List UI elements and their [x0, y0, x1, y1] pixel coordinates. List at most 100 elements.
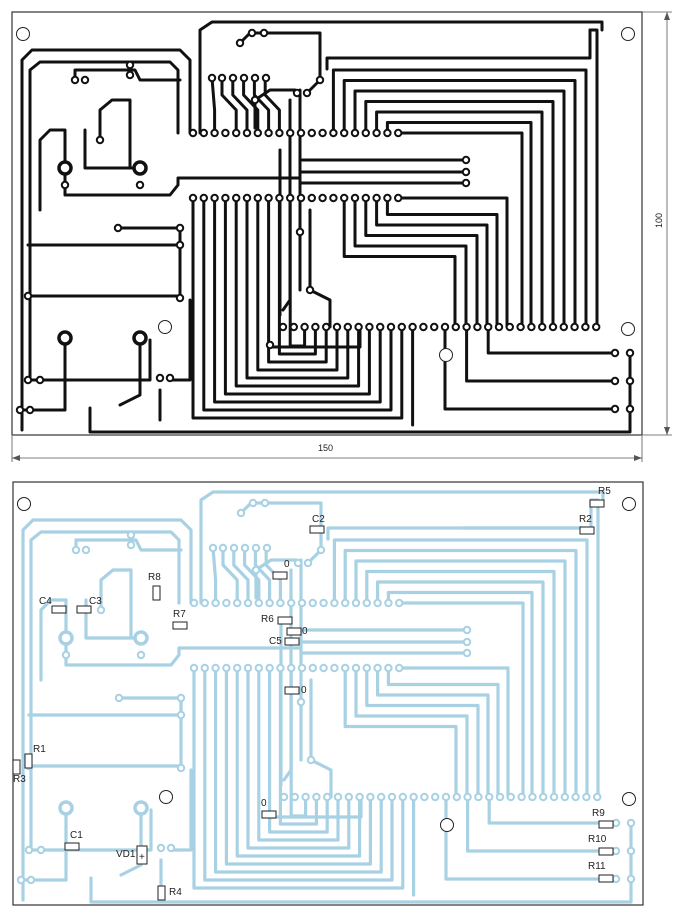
solder-pad: [126, 540, 136, 550]
solder-pad: [125, 70, 135, 80]
component-designator: R8: [148, 572, 161, 583]
copper-trace: [88, 351, 632, 434]
copper-trace: [375, 110, 544, 329]
copper-trace: [353, 196, 468, 329]
solder-pad: [340, 193, 349, 203]
copper-trace: [364, 196, 479, 329]
solder-pad: [26, 875, 36, 885]
copper-trace: [21, 518, 193, 902]
solder-pad: [626, 846, 636, 856]
solder-pad: [155, 373, 165, 383]
solder-pad: [217, 73, 227, 83]
polarity-mark: +: [139, 852, 145, 863]
mounting-hole: [621, 27, 635, 41]
solder-pad: [517, 792, 526, 802]
solder-pad: [463, 792, 472, 802]
solder-pad: [60, 180, 70, 190]
copper-trace: [64, 638, 303, 667]
component-r9: R9: [592, 808, 614, 829]
solder-pad: [462, 322, 471, 332]
copper-trace: [245, 196, 350, 380]
large-pad: [132, 160, 148, 176]
copper-trace: [376, 666, 490, 799]
component-designator: C3: [89, 596, 102, 607]
copper-trace: [83, 128, 142, 170]
solder-pad: [35, 375, 45, 385]
solder-pad: [361, 128, 370, 138]
component-body: [598, 820, 614, 829]
component-designator: R2: [579, 514, 592, 525]
solder-pad: [308, 598, 317, 608]
copper-trace: [397, 601, 525, 799]
component-body: [284, 637, 300, 646]
component-designator: C4: [39, 596, 52, 607]
solder-pad: [506, 792, 515, 802]
component-body: [286, 627, 302, 636]
solder-pad: [292, 88, 302, 98]
solder-pad: [419, 322, 428, 332]
solder-pad: [431, 792, 440, 802]
solder-pad: [322, 322, 331, 332]
width-dimension-label: 150: [318, 443, 333, 453]
component-0: 0: [261, 798, 277, 819]
component-designator: C2: [312, 514, 325, 525]
solder-pad: [247, 28, 257, 38]
solder-pad: [462, 637, 472, 647]
solder-pad: [232, 128, 241, 138]
solder-pad: [239, 73, 249, 83]
component-body: [277, 616, 293, 625]
copper-trace: [365, 569, 556, 799]
solder-pad: [305, 285, 315, 295]
solder-pad: [361, 193, 370, 203]
component-designator: R7: [173, 609, 186, 620]
copper-trace: [191, 196, 404, 420]
solder-pad: [229, 543, 239, 553]
component-body: [51, 605, 67, 614]
copper-trace: [89, 821, 633, 904]
solder-pad: [307, 128, 316, 138]
solder-pad: [315, 75, 325, 85]
copper-trace: [281, 98, 292, 312]
solder-pad: [430, 322, 439, 332]
component-body: [272, 571, 288, 580]
component-r8: R8: [148, 572, 161, 601]
solder-pad: [372, 128, 381, 138]
solder-pad: [625, 376, 635, 386]
solder-pad: [287, 598, 296, 608]
solder-pad: [351, 598, 361, 608]
solder-pad: [350, 193, 360, 203]
solder-pad: [235, 38, 245, 48]
component-designator: R4: [169, 887, 182, 898]
solder-pad: [210, 128, 219, 138]
large-pad: [133, 630, 149, 646]
solder-pad: [278, 322, 288, 332]
solder-pad: [250, 73, 260, 83]
solder-pad: [397, 322, 406, 332]
solder-pad: [394, 128, 403, 138]
copper-trace: [238, 31, 322, 92]
copper-trace: [365, 666, 480, 799]
component-c3: C3: [76, 596, 102, 614]
copper-trace: [20, 48, 192, 432]
solder-pad: [264, 128, 273, 138]
solder-pad: [265, 598, 274, 608]
solder-pad: [242, 128, 252, 138]
solder-pad: [297, 663, 307, 673]
solder-pad: [80, 75, 90, 85]
solder-pad: [538, 322, 547, 332]
solder-pad: [276, 663, 285, 673]
solder-pad: [218, 543, 228, 553]
solder-pad: [221, 193, 230, 203]
solder-pad: [494, 322, 504, 332]
solder-pad: [462, 625, 472, 635]
solder-pad: [233, 663, 242, 673]
solder-pad: [96, 605, 106, 615]
copper-trace: [386, 666, 500, 799]
solder-pad: [296, 697, 306, 707]
solder-pad: [211, 598, 220, 608]
copper-trace: [465, 325, 617, 383]
component-designator: R10: [588, 834, 607, 845]
solder-pad: [175, 223, 185, 233]
component-designator: 0: [301, 685, 307, 696]
